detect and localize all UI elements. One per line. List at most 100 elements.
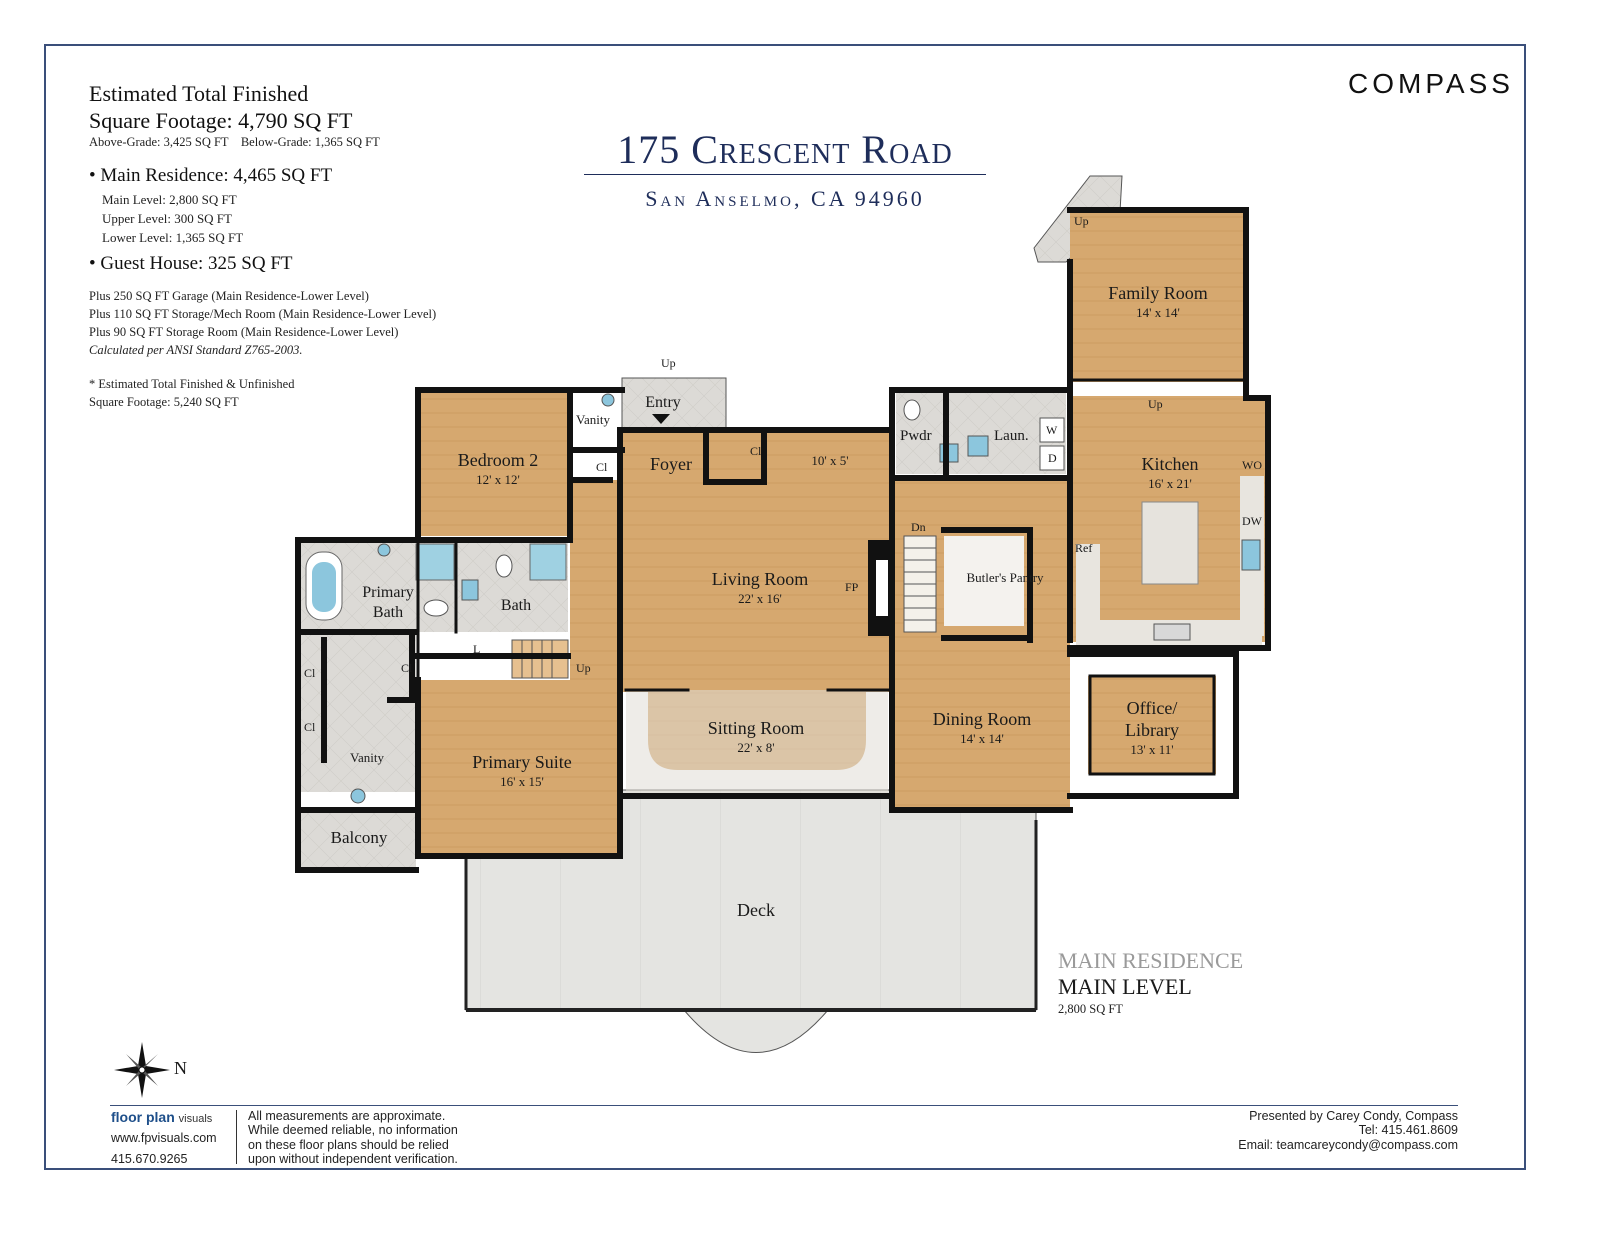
dining-room-label: Dining Room <box>932 709 1032 729</box>
primary-toilet-icon <box>423 599 449 617</box>
pantry-counters <box>944 536 1024 626</box>
plus-garage: Plus 250 SQ FT Garage (Main Residence-Lo… <box>89 289 369 303</box>
grade-breakdown: Above-Grade: 3,425 SQ FT Below-Grade: 1,… <box>89 135 380 149</box>
dishwasher-label: DW <box>1242 514 1262 528</box>
guest-house-sqft: • Guest House: 325 SQ FT <box>89 253 293 274</box>
living-room-label: Living Room <box>711 569 809 589</box>
compass-logo: COMPASS <box>1348 68 1514 99</box>
footer-separator <box>236 1110 237 1164</box>
guest-house-label: Guest House: 325 SQ FT <box>100 253 293 274</box>
primary-bath-label-line1: Primary <box>362 584 414 601</box>
kitchen-island <box>1141 501 1199 585</box>
fixtures <box>305 393 1261 804</box>
disclaimer-line3: on these floor plans should be relied <box>248 1138 449 1152</box>
vanity-top-sink-icon <box>601 393 615 407</box>
laundry-sink-icon <box>967 435 989 457</box>
primary-sink-icon <box>377 543 391 557</box>
upper-level-sqft: Upper Level: 300 SQ FT <box>102 211 232 226</box>
bedroom2-label: Bedroom 2 <box>457 450 539 470</box>
office-label-line2: Library <box>1125 720 1179 740</box>
laundry-label: Laun. <box>994 428 1029 444</box>
bath-label: Bath <box>500 597 532 614</box>
balcony-label: Balcony <box>330 828 388 847</box>
refrigerator-label: Ref <box>1075 541 1093 555</box>
washer-label: W <box>1046 423 1058 437</box>
page-frame <box>44 44 1526 1170</box>
closet-left-lower-label: Cl <box>304 720 316 734</box>
fireplace-hearth <box>876 560 888 616</box>
dryer-icon <box>1039 445 1065 471</box>
agent-phone: Tel: 415.461.8609 <box>1358 1123 1458 1137</box>
disclaimer-line4: upon without independent verification. <box>248 1152 458 1166</box>
estimated-total-line1: * Estimated Total Finished & Unfinished <box>89 377 295 391</box>
main-level-sqft: Main Level: 2,800 SQ FT <box>102 192 237 207</box>
title-divider <box>584 174 986 175</box>
summary-line1: Estimated Total Finished <box>89 81 309 106</box>
fp-brand-suffix: visuals <box>178 1113 213 1125</box>
level-name-label: MAIN LEVEL <box>1058 974 1192 999</box>
address-city: San Anselmo, CA 94960 <box>645 186 925 211</box>
office-floor <box>1088 676 1216 774</box>
kitchen-dims: 16' x 21' <box>1148 476 1192 491</box>
family-room-floor <box>1070 210 1246 382</box>
sitting-room-dims: 22' x 8' <box>737 740 775 755</box>
powder-toilet-icon <box>903 399 921 421</box>
kitchen-sink-icon <box>1241 539 1261 571</box>
compass-rose-icon <box>114 1042 170 1098</box>
suite-stair-up-label: Up <box>576 661 591 675</box>
powder-room-label: Pwdr <box>900 428 932 444</box>
plus-storage-room: Plus 90 SQ FT Storage Room (Main Residen… <box>89 325 399 339</box>
hallway-floor <box>570 480 622 680</box>
summary-line2: Square Footage: 4,790 SQ FT <box>89 108 353 133</box>
fp-website: www.fpvisuals.com <box>111 1131 217 1145</box>
vanity-sink-icon <box>350 788 366 804</box>
fp-brand-name: floor plan <box>111 1109 175 1125</box>
bathtub-icon <box>312 562 336 612</box>
vanity-top-label: Vanity <box>576 412 610 427</box>
bath-shower-icon <box>529 543 567 581</box>
plus-storage-mech: Plus 110 SQ FT Storage/Mech Room (Main R… <box>89 307 437 321</box>
address-street: 175 Crescent Road <box>617 127 953 172</box>
primary-shower-icon <box>415 543 455 581</box>
dining-hall-floor <box>892 480 1070 810</box>
fp-brand-logo: floor plan visuals <box>111 1109 212 1125</box>
footer-divider <box>110 1105 1458 1106</box>
estimated-total-line2: Square Footage: 5,240 SQ FT <box>89 395 239 409</box>
family-room-label: Family Room <box>1108 283 1208 303</box>
bath-toilet-icon <box>495 554 513 578</box>
sitting-room-label: Sitting Room <box>707 718 805 738</box>
closet-foyer-label: Cl <box>596 460 608 474</box>
level-residence-label: MAIN RESIDENCE <box>1058 948 1244 973</box>
entry-stair-up-label: Up <box>661 356 676 370</box>
dryer-label: D <box>1048 451 1057 465</box>
compass-north-label: N <box>174 1058 187 1078</box>
disclaimer-line2: While deemed reliable, no information <box>248 1123 458 1137</box>
range-icon <box>1153 623 1191 641</box>
living-room-floor <box>622 430 892 692</box>
level-sqft-label: 2,800 SQ FT <box>1058 1002 1123 1016</box>
deck-label: Deck <box>737 900 775 920</box>
primary-suite-floor <box>418 680 618 856</box>
primary-suite-dims: 16' x 15' <box>500 774 544 789</box>
room-floors <box>418 210 1268 856</box>
wall-oven-label: WO <box>1242 458 1262 472</box>
closet-right-label: Cl <box>401 661 413 675</box>
family-stair-up-label: Up <box>1074 214 1089 228</box>
stairs <box>511 535 937 679</box>
office-dims: 13' x 11' <box>1130 742 1174 757</box>
balcony-floor <box>300 812 416 870</box>
closet-vanity-floor <box>300 632 416 792</box>
bedroom2-floor <box>418 390 570 536</box>
primary-bath-label-line2: Bath <box>372 604 404 621</box>
entry-arrow-icon <box>652 414 670 424</box>
foyer-label: Foyer <box>650 454 692 474</box>
vanity-bottom-label: Vanity <box>350 750 384 765</box>
living-room-dims: 22' x 16' <box>738 591 782 606</box>
walls <box>295 207 1271 873</box>
primary-suite-label: Primary Suite <box>472 752 572 772</box>
linen-label: L <box>473 642 481 656</box>
sitting-room-border <box>626 690 888 794</box>
kitchen-step-up-label: Up <box>1148 397 1163 411</box>
office-label-line1: Office/ <box>1126 698 1178 718</box>
closet-hall-label: Cl <box>750 444 762 458</box>
